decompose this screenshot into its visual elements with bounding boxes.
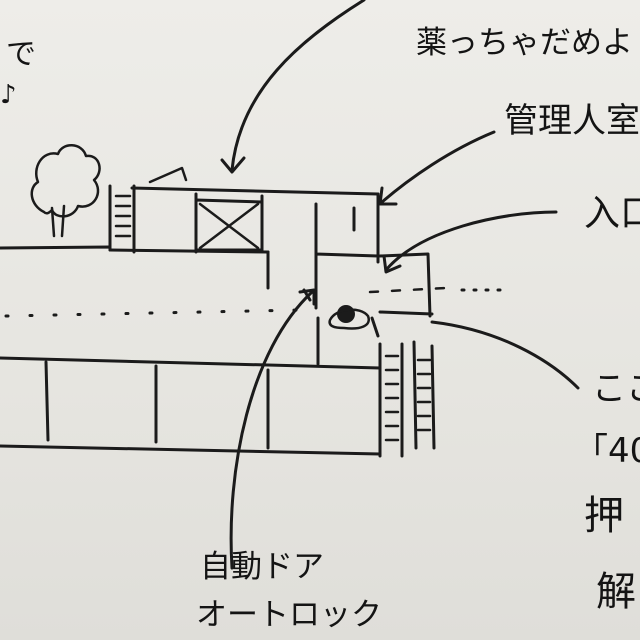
- label-auto-lock: オートロック: [196, 597, 382, 633]
- tree-trunk: [50, 204, 66, 238]
- label-entrance: 入口: [584, 193, 640, 234]
- tree-icon: [30, 144, 101, 218]
- lower-wall-line: [0, 356, 382, 456]
- entrance-dashed-line: [368, 286, 448, 294]
- label-right-note-2: 「40: [574, 431, 640, 471]
- leader-right-note: [430, 320, 580, 390]
- right-staircase-1: [378, 342, 404, 458]
- corridor-dotted-line: [4, 308, 302, 318]
- management-room-walls: [314, 192, 380, 310]
- arrow-to-entrance: [382, 210, 558, 274]
- right-staircase-2: [412, 340, 436, 450]
- roof-tick: [148, 166, 188, 184]
- label-top-left-fragment: で: [6, 37, 36, 72]
- lower-unit-dividers: [44, 360, 270, 450]
- label-right-note-1: ここ: [592, 369, 640, 409]
- label-top-right: 薬っちゃだめよ: [416, 25, 633, 61]
- arrow-auto-door: [229, 288, 316, 570]
- label-auto-door: 自動ドア: [200, 549, 324, 585]
- label-management-room: 管理人室: [504, 101, 640, 141]
- label-right-note-4: 解: [596, 569, 636, 615]
- arrow-top-to-elevator: [220, 0, 366, 174]
- label-top-left-mark: ♪: [0, 80, 17, 110]
- label-right-note-3: 押: [584, 493, 624, 539]
- upper-wall-line: [0, 245, 270, 254]
- left-staircase: [108, 184, 136, 254]
- person-icon: [328, 305, 370, 330]
- elevator-box: [194, 198, 264, 252]
- arrow-to-management-room: [378, 130, 496, 206]
